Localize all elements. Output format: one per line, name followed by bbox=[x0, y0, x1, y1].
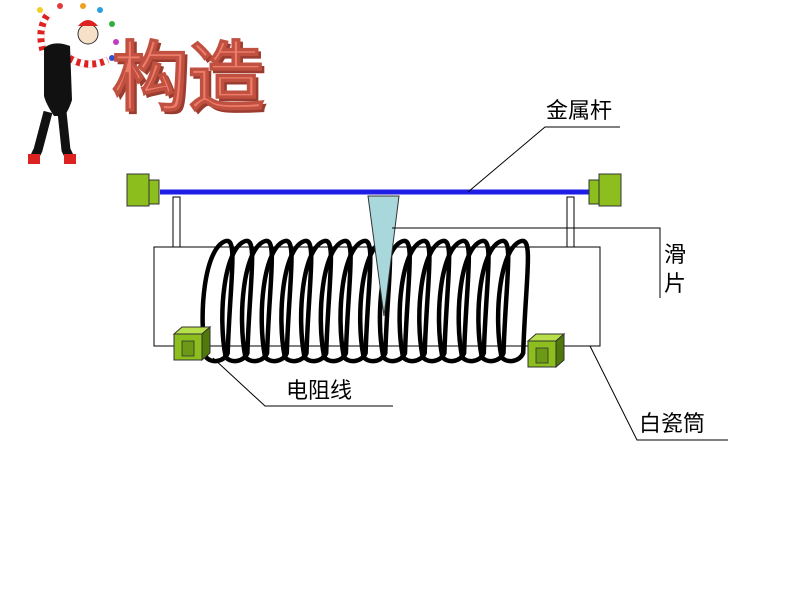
label-slider-line2: 片 bbox=[664, 272, 686, 297]
page-title-front: 构造 bbox=[112, 33, 264, 122]
wire-terminal-left bbox=[172, 325, 212, 362]
wire-terminal-right bbox=[526, 332, 566, 369]
label-metal-rod: 金属杆 bbox=[546, 99, 612, 124]
label-slider-line1: 滑 bbox=[664, 243, 686, 268]
leader-lines bbox=[212, 126, 728, 441]
label-resistance-wire: 电阻线 bbox=[286, 379, 352, 404]
label-porcelain-tube: 白瓷筒 bbox=[639, 412, 705, 437]
rod-supports bbox=[172, 196, 575, 248]
slider-wedge bbox=[367, 195, 400, 317]
rod-terminal-left bbox=[126, 173, 160, 207]
coil-turn bbox=[495, 238, 531, 364]
rod-terminal-right bbox=[588, 173, 622, 207]
page-title: 构造 bbox=[115, 36, 267, 125]
resistance-wire-coil bbox=[200, 238, 531, 364]
juggling-clown-icon bbox=[28, 3, 119, 164]
